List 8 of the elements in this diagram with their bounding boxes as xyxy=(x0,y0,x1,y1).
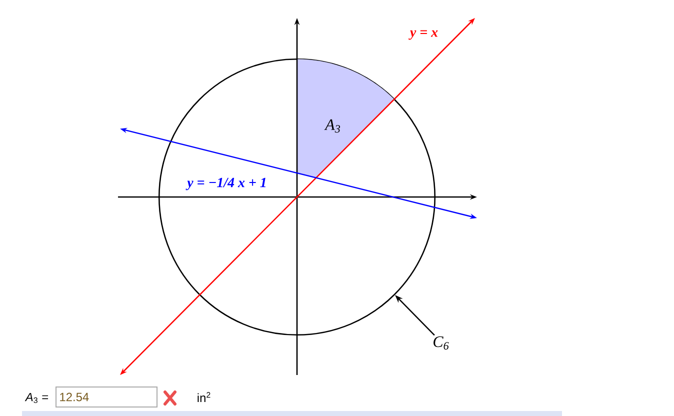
shaded-region: A$_{3}$ xyxy=(297,59,394,178)
line-label: y = x xyxy=(408,30,438,40)
curve-label: C$_{6}$ xyxy=(434,336,449,350)
unit-label: in$^{2}$ xyxy=(198,392,210,402)
answer-label: A$_{3}$ = xyxy=(24,392,48,404)
circle xyxy=(158,58,436,336)
input-field: 12.54 xyxy=(56,386,158,408)
line-label: y = −1/4 x + 1 xyxy=(186,176,268,192)
